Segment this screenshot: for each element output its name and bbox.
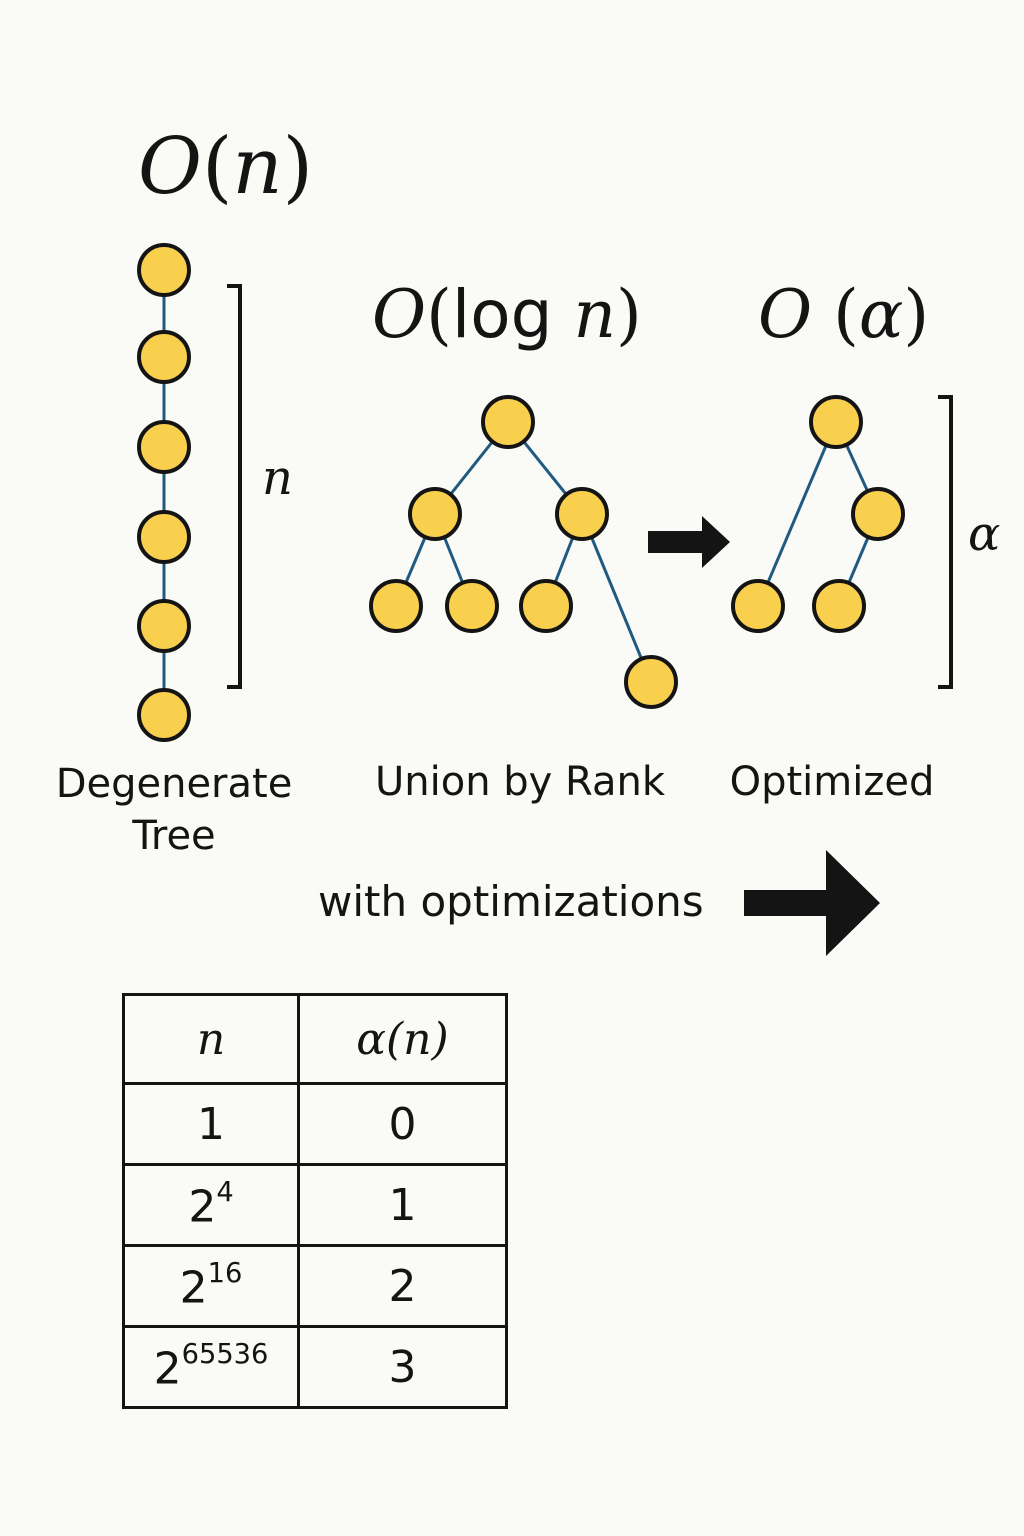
optimized-tree — [731, 395, 905, 633]
tree-node — [445, 579, 499, 633]
title-func: O — [372, 276, 427, 353]
tree-node — [137, 510, 191, 564]
tree-node — [369, 579, 423, 633]
alpha-header-text: α(n) — [356, 1013, 449, 1065]
title-func: O — [758, 276, 813, 353]
title-paren: ( — [833, 276, 859, 353]
tree-node — [137, 330, 191, 384]
caption-degenerate-tree: Degenerate Tree — [54, 758, 294, 862]
tree-node — [481, 395, 535, 449]
title-log-word: log — [451, 276, 553, 353]
title-arg: α — [858, 276, 904, 353]
cell-alpha: 2 — [297, 1244, 508, 1328]
caption-line: Degenerate — [55, 761, 293, 807]
tree-node — [624, 655, 678, 709]
tree-node — [555, 487, 609, 541]
tree-edge — [756, 421, 838, 607]
table-row: 216 2 — [122, 1244, 508, 1328]
title-alpha: O (α) — [758, 282, 929, 348]
title-paren: ( — [426, 276, 452, 353]
tree-node — [137, 243, 191, 297]
n-base: 2 — [179, 1262, 208, 1314]
tree-node — [408, 487, 462, 541]
title-arg: n — [573, 276, 616, 353]
n-exponent: 4 — [216, 1177, 234, 1209]
title-log: O(log n) — [372, 282, 642, 348]
bracket-label-alpha: α — [968, 506, 1001, 562]
union-find-diagram — [137, 243, 953, 956]
title-paren: ) — [282, 122, 314, 212]
title-func: O — [138, 122, 202, 212]
height-bracket-n — [227, 284, 242, 689]
table-row: 24 1 — [122, 1163, 508, 1247]
height-bracket-alpha — [938, 395, 953, 689]
caption-optimized: Optimized — [729, 759, 935, 805]
cell-n: 24 — [122, 1163, 300, 1247]
degenerate-tree — [137, 243, 191, 742]
union-by-rank-tree — [369, 395, 678, 709]
cell-n: 265536 — [122, 1325, 300, 1409]
tree-node — [731, 579, 785, 633]
column-header-n: n — [122, 993, 300, 1085]
table-header-row: n α(n) — [122, 993, 508, 1085]
n-exponent: 16 — [207, 1258, 243, 1290]
n-base: 1 — [197, 1098, 225, 1150]
tree-node — [137, 599, 191, 653]
tree-node — [851, 487, 905, 541]
n-exponent: 65536 — [181, 1339, 269, 1371]
table-row: 1 0 — [122, 1082, 508, 1166]
table-row: 265536 3 — [122, 1325, 508, 1409]
tree-edge — [580, 513, 653, 683]
caption-union-by-rank: Union by Rank — [375, 759, 665, 805]
bracket-label-n: n — [262, 450, 293, 506]
cell-n: 1 — [122, 1082, 300, 1166]
tree-node — [137, 688, 191, 742]
cell-alpha: 3 — [297, 1325, 508, 1409]
n-base: 2 — [188, 1181, 217, 1233]
title-arg: n — [232, 122, 283, 212]
ackermann-inverse-table: n α(n) 1 0 24 1 216 2 265536 3 — [122, 993, 508, 1409]
tree-node — [812, 579, 866, 633]
large-arrow-icon — [744, 850, 880, 956]
tree-node — [137, 420, 191, 474]
title-linear: O(n) — [138, 128, 313, 206]
optimizations-label: with optimizations — [318, 877, 704, 926]
small-arrow-icon — [648, 516, 730, 568]
cell-n: 216 — [122, 1244, 300, 1328]
cell-alpha: 0 — [297, 1082, 508, 1166]
tree-node — [809, 395, 863, 449]
title-paren: ) — [615, 276, 642, 353]
tree-node — [519, 579, 573, 633]
column-header-alpha: α(n) — [297, 993, 508, 1085]
cell-alpha: 1 — [297, 1163, 508, 1247]
title-paren: ) — [903, 276, 930, 353]
n-base: 2 — [153, 1343, 182, 1395]
title-paren: ( — [201, 122, 233, 212]
caption-line: Tree — [132, 813, 216, 859]
